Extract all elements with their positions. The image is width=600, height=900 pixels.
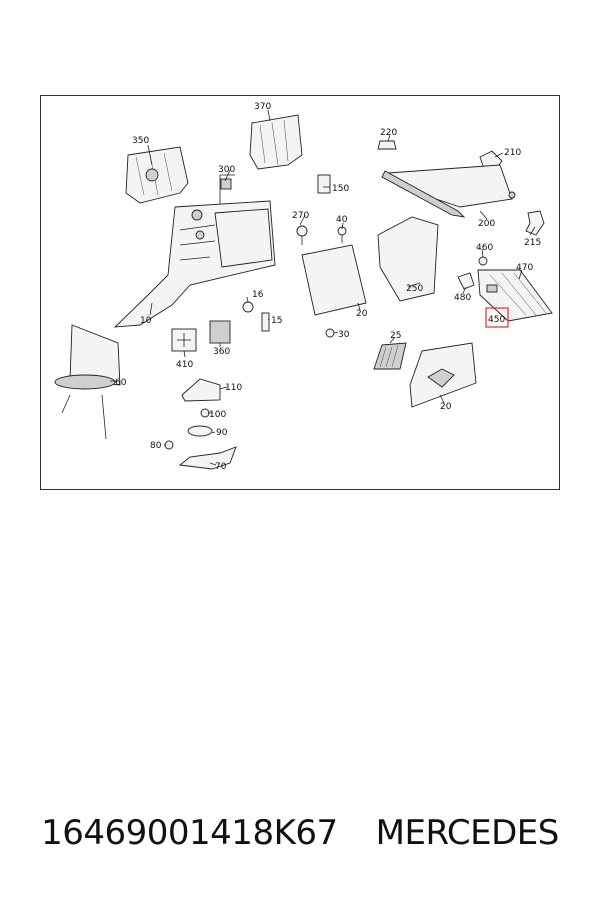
label-300: 300: [218, 165, 235, 175]
label-250: 250: [406, 284, 423, 294]
part-90-bracket: [187, 425, 213, 437]
label-25: 25: [390, 331, 401, 341]
part-15-clip: [261, 312, 270, 332]
label-215: 215: [524, 238, 541, 248]
part-70-frame: [178, 446, 237, 470]
label-80: 80: [150, 441, 162, 451]
part-250-mat: [377, 216, 439, 302]
label-220: 220: [380, 128, 397, 138]
part-410-first-aid: [171, 328, 197, 352]
part-20-cover-upper: [301, 244, 367, 316]
label-40: 40: [336, 215, 348, 225]
part-480-clip: [457, 272, 475, 290]
part-16-washer: [242, 301, 254, 313]
label-70: 70: [215, 462, 227, 472]
label-100: 100: [209, 410, 226, 420]
label-470: 470: [516, 263, 533, 273]
label-210: 210: [504, 148, 521, 158]
part-200-roller-cover: [381, 164, 516, 218]
label-20-upper: 20: [356, 309, 368, 319]
part-150-clip: [317, 174, 331, 194]
part-30-clip: [325, 328, 335, 338]
part-10-side-trim: [113, 200, 276, 328]
label-410: 410: [176, 360, 193, 370]
part-370-panel: [249, 114, 303, 170]
diagram-border: [40, 95, 560, 490]
label-200: 200: [478, 219, 495, 229]
part-25-grille: [373, 342, 407, 370]
part-360-socket: [209, 320, 231, 344]
label-15: 15: [271, 316, 282, 326]
label-370: 370: [254, 102, 271, 112]
part-80-bolt: [164, 440, 174, 450]
part-20-panel-lower: [409, 342, 477, 408]
part-110-cover: [181, 378, 221, 402]
label-16: 16: [252, 290, 264, 300]
label-270: 270: [292, 211, 309, 221]
label-110: 110: [225, 383, 242, 393]
part-220-clip: [377, 140, 397, 150]
parts-diagram-svg: 370 350 300 150 220 210 200 215 270 40 4…: [40, 95, 560, 490]
label-480: 480: [454, 293, 471, 303]
part-270-screw: [296, 225, 308, 245]
highlight-box-450: [485, 307, 509, 328]
label-60: 60: [115, 378, 127, 388]
label-350: 350: [132, 136, 149, 146]
part-215-bracket: [525, 210, 545, 236]
part-caption: 16469001418K67 MERCEDES: [0, 808, 600, 858]
label-90: 90: [216, 428, 228, 438]
leader-lines: [110, 109, 536, 466]
label-450: 450: [488, 315, 505, 325]
part-100-screw: [200, 408, 210, 418]
label-30: 30: [338, 330, 350, 340]
label-10: 10: [140, 316, 152, 326]
label-360: 360: [213, 347, 230, 357]
part-number: 16469001418K67: [41, 813, 338, 853]
part-350-panel: [125, 146, 189, 204]
part-60-blind: [54, 324, 121, 440]
parts-diagram: 370 350 300 150 220 210 200 215 270 40 4…: [40, 95, 560, 490]
part-460-screw: [478, 256, 488, 266]
label-150: 150: [332, 184, 349, 194]
brand-name: MERCEDES: [375, 813, 560, 853]
label-460: 460: [476, 243, 493, 253]
label-20-lower: 20: [440, 402, 452, 412]
